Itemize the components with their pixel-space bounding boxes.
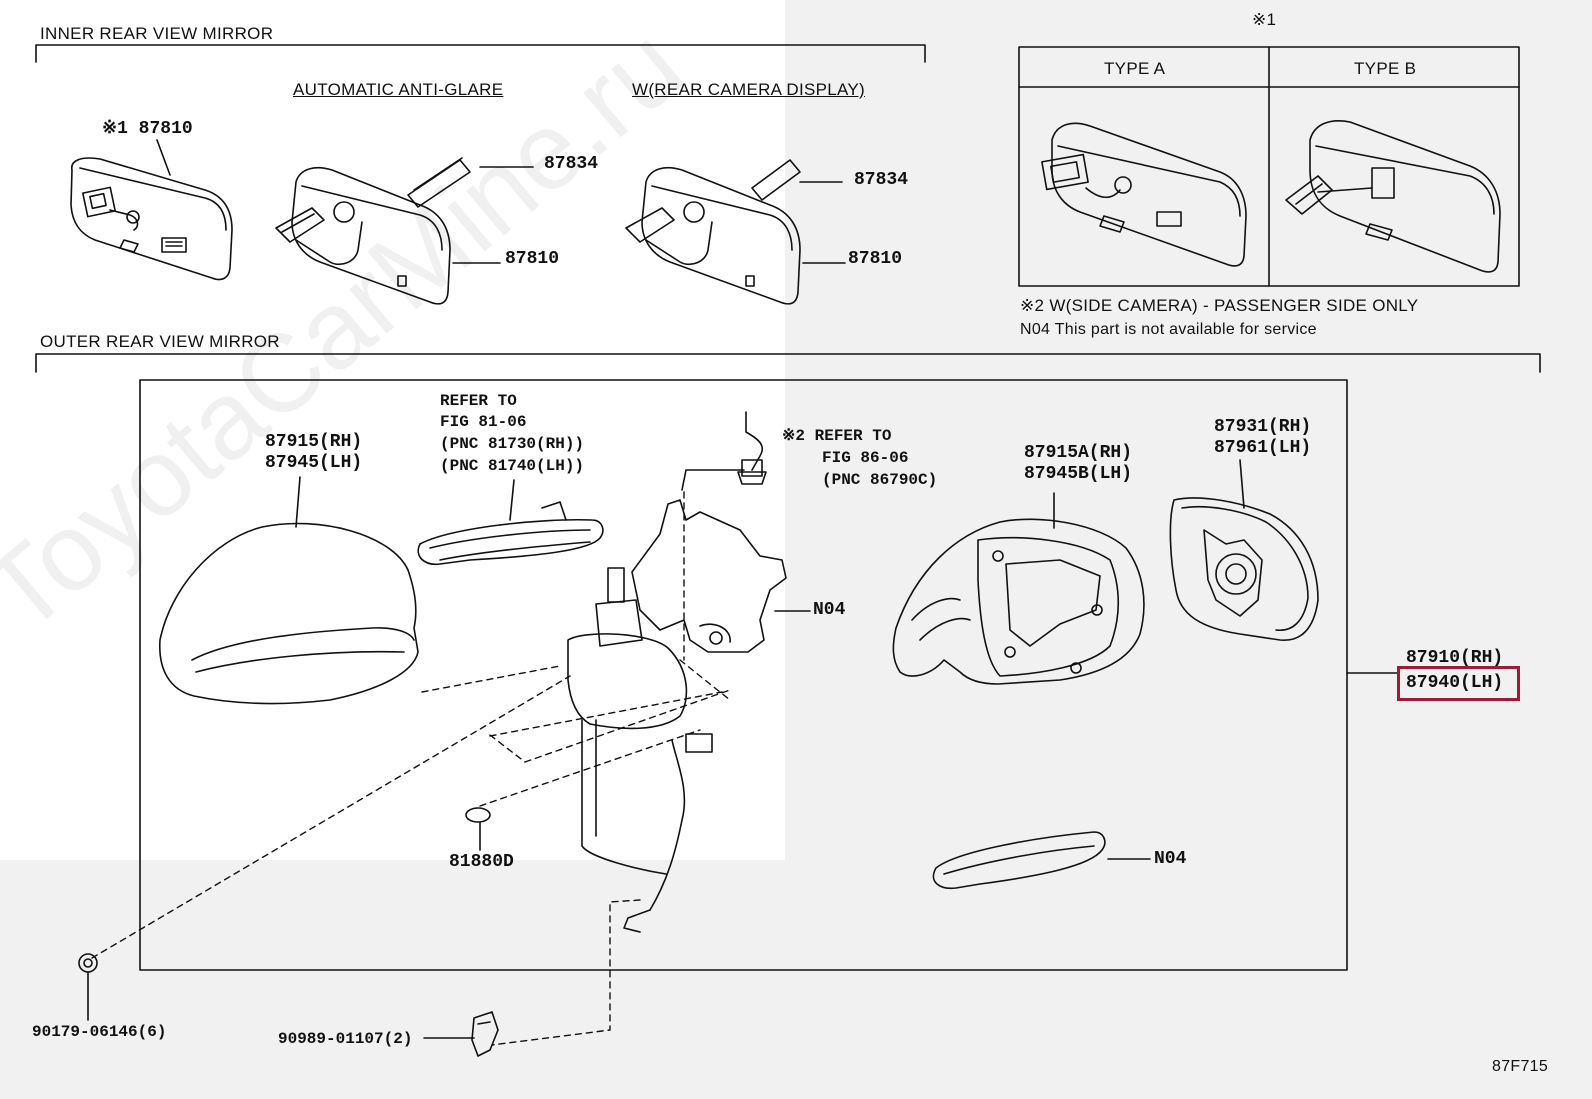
- refer-fig-86-line1: ※2 REFER TO: [782, 427, 892, 445]
- screw-drawing: [78, 953, 98, 1021]
- inner-mirror-plain-drawing: [70, 139, 233, 281]
- refer-fig-81-line4: (PNC 81740(LH)): [440, 457, 585, 475]
- part-label-87931-rh[interactable]: 87931(RH): [1214, 417, 1312, 437]
- type-a-mirror-drawing: [1041, 122, 1247, 267]
- outer-section-title: OUTER REAR VIEW MIRROR: [40, 332, 280, 351]
- part-label-81880d[interactable]: 81880D: [449, 852, 514, 872]
- outer-assembly-frame: [139, 379, 1348, 971]
- refer-fig-81-line1: REFER TO: [440, 392, 517, 410]
- type-b-mirror-drawing: [1285, 120, 1501, 273]
- selected-part-highlight: [1397, 666, 1520, 701]
- part-label-87810-camera[interactable]: 87810: [848, 249, 903, 269]
- anti-glare-title: AUTOMATIC ANTI-GLARE: [293, 80, 504, 99]
- part-label-87945b-lh[interactable]: 87945B(LH): [1024, 464, 1133, 484]
- inner-mirror-antiglare-drawing: [275, 157, 534, 305]
- type-table-frame: [1018, 46, 1520, 287]
- outer-section-bracket: [35, 353, 1541, 373]
- part-label-87810-plain[interactable]: ※1 87810: [102, 119, 193, 139]
- part-label-87910-rh[interactable]: 87910(RH): [1406, 648, 1504, 668]
- rear-camera-title: W(REAR CAMERA DISPLAY): [632, 80, 865, 99]
- inner-section-bracket: [35, 44, 926, 63]
- mirror-glass-drawing: [1169, 459, 1319, 641]
- part-label-87940-lh[interactable]: 87940(LH): [1406, 673, 1504, 693]
- part-label-87915a-rh[interactable]: 87915A(RH): [1024, 443, 1133, 463]
- part-label-n04-lamp[interactable]: N04: [1154, 849, 1187, 869]
- base-boot-drawing: [567, 633, 713, 933]
- figure-code: 87F715: [1492, 1058, 1549, 1075]
- refer-fig-86-line2[interactable]: FIG 86-06: [822, 449, 909, 467]
- lower-lamp-drawing: [932, 831, 1151, 890]
- refer-fig-81-line2[interactable]: FIG 81-06: [440, 413, 527, 431]
- background-shaded-bottom: [0, 860, 785, 1099]
- note-n04: N04 This part is not available for servi…: [1020, 321, 1317, 338]
- clip-drawing: [423, 1011, 499, 1057]
- background-shaded-right: [785, 0, 1592, 1099]
- turn-signal-drawing: [417, 479, 604, 566]
- mirror-cover-drawing: [159, 476, 419, 705]
- pad-81880d-drawing: [465, 807, 491, 851]
- part-label-90989-01107[interactable]: 90989-01107(2): [278, 1030, 413, 1048]
- type-b-heading: TYPE B: [1354, 59, 1417, 78]
- inner-section-title: INNER REAR VIEW MIRROR: [40, 24, 274, 43]
- refer-fig-86-line3: (PNC 86790C): [822, 471, 938, 489]
- type-a-heading: TYPE A: [1104, 59, 1166, 78]
- refer-fig-81-line3: (PNC 81730(RH)): [440, 435, 585, 453]
- note-side-camera: ※2 W(SIDE CAMERA) - PASSENGER SIDE ONLY: [1020, 296, 1419, 315]
- part-label-87915-rh[interactable]: 87915(RH): [265, 432, 363, 452]
- actuator-base-drawing: [595, 411, 811, 653]
- type-table-mark: ※1: [1252, 10, 1277, 29]
- part-label-90179-06146[interactable]: 90179-06146(6): [32, 1023, 167, 1041]
- part-label-87945-lh[interactable]: 87945(LH): [265, 453, 363, 473]
- part-label-n04-actuator[interactable]: N04: [813, 600, 846, 620]
- part-label-87810-antiglare[interactable]: 87810: [505, 249, 560, 269]
- part-label-87834-antiglare[interactable]: 87834: [544, 154, 599, 174]
- mirror-housing-drawing: [892, 492, 1145, 685]
- dashed-leaders: [91, 491, 731, 1046]
- inner-mirror-camera-drawing: [625, 159, 846, 305]
- part-label-87834-camera[interactable]: 87834: [854, 170, 909, 190]
- part-label-87961-lh[interactable]: 87961(LH): [1214, 438, 1312, 458]
